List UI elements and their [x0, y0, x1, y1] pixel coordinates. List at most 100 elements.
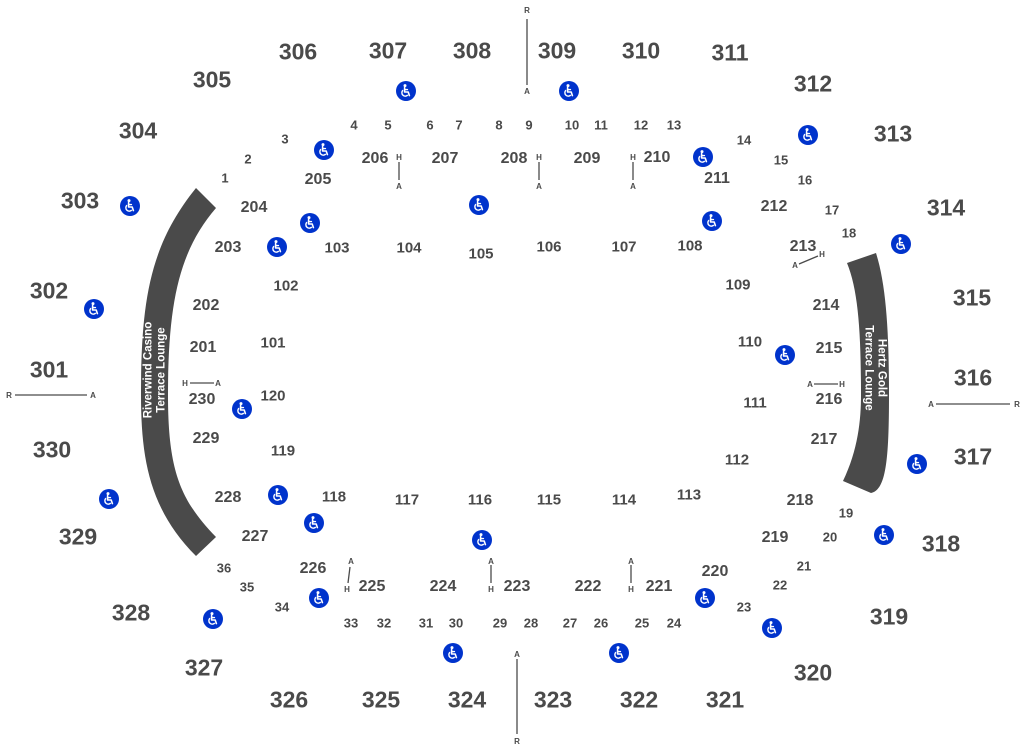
section-226[interactable]: 226	[299, 560, 327, 577]
section-114[interactable]: 114	[611, 491, 637, 509]
wheelchair-accessible-icon[interactable]	[609, 643, 629, 663]
wheelchair-accessible-icon[interactable]	[120, 196, 140, 216]
section-322[interactable]: 322	[619, 686, 659, 713]
section-213[interactable]: 213	[789, 238, 817, 255]
section-314[interactable]: 314	[926, 194, 966, 221]
section-311[interactable]: 311	[711, 39, 749, 66]
section-224[interactable]: 224	[429, 578, 457, 595]
row-13[interactable]: 13	[666, 117, 682, 133]
section-119[interactable]: 119	[270, 442, 296, 460]
wheelchair-accessible-icon[interactable]	[443, 643, 463, 663]
wheelchair-accessible-icon[interactable]	[304, 513, 324, 533]
section-212[interactable]: 212	[760, 198, 788, 215]
section-320[interactable]: 320	[793, 659, 833, 686]
wheelchair-accessible-icon[interactable]	[472, 530, 492, 550]
riverwind-casino-terrace-lounge[interactable]	[141, 188, 216, 556]
row-14[interactable]: 14	[736, 132, 752, 148]
row-16[interactable]: 16	[797, 172, 813, 188]
section-202[interactable]: 202	[192, 297, 220, 314]
section-319[interactable]: 319	[869, 603, 909, 630]
row-15[interactable]: 15	[773, 152, 789, 168]
wheelchair-accessible-icon[interactable]	[702, 211, 722, 231]
wheelchair-accessible-icon[interactable]	[99, 489, 119, 509]
wheelchair-accessible-icon[interactable]	[267, 237, 287, 257]
row-33[interactable]: 33	[343, 615, 359, 631]
row-29[interactable]: 29	[492, 615, 508, 631]
section-107[interactable]: 107	[611, 238, 637, 256]
section-106[interactable]: 106	[536, 238, 562, 256]
section-305[interactable]: 305	[192, 66, 232, 93]
section-316[interactable]: 316	[953, 364, 993, 391]
row-23[interactable]: 23	[736, 599, 752, 615]
section-108[interactable]: 108	[677, 237, 703, 255]
section-112[interactable]: 112	[724, 451, 750, 469]
section-315[interactable]: 315	[952, 284, 992, 311]
section-230[interactable]: 230	[188, 391, 216, 408]
wheelchair-accessible-icon[interactable]	[314, 140, 334, 160]
section-318[interactable]: 318	[921, 530, 961, 557]
section-104[interactable]: 104	[396, 239, 422, 257]
section-304[interactable]: 304	[118, 117, 158, 144]
section-323[interactable]: 323	[533, 686, 573, 713]
row-19[interactable]: 19	[838, 505, 854, 521]
row-5[interactable]: 5	[384, 117, 392, 133]
section-219[interactable]: 219	[761, 529, 789, 546]
section-223[interactable]: 223	[503, 578, 531, 595]
section-321[interactable]: 321	[705, 686, 745, 713]
section-207[interactable]: 207	[431, 150, 459, 167]
section-225[interactable]: 225	[358, 578, 386, 595]
row-20[interactable]: 20	[822, 529, 838, 545]
section-229[interactable]: 229	[192, 430, 220, 447]
section-101[interactable]: 101	[260, 334, 286, 352]
row-10[interactable]: 10	[564, 117, 580, 133]
row-36[interactable]: 36	[216, 560, 232, 576]
row-35[interactable]: 35	[239, 579, 255, 595]
section-329[interactable]: 329	[58, 523, 98, 550]
section-302[interactable]: 302	[29, 277, 69, 304]
section-312[interactable]: 312	[793, 70, 833, 97]
row-28[interactable]: 28	[523, 615, 539, 631]
section-208[interactable]: 208	[500, 150, 528, 167]
wheelchair-accessible-icon[interactable]	[203, 609, 223, 629]
row-32[interactable]: 32	[376, 615, 392, 631]
wheelchair-accessible-icon[interactable]	[300, 213, 320, 233]
section-205[interactable]: 205	[304, 171, 332, 188]
section-103[interactable]: 103	[324, 239, 350, 257]
section-118[interactable]: 118	[321, 488, 347, 506]
section-325[interactable]: 325	[361, 686, 401, 713]
section-201[interactable]: 201	[189, 339, 217, 356]
section-326[interactable]: 326	[269, 686, 309, 713]
wheelchair-accessible-icon[interactable]	[232, 399, 252, 419]
row-2[interactable]: 2	[244, 151, 252, 167]
wheelchair-accessible-icon[interactable]	[469, 195, 489, 215]
wheelchair-accessible-icon[interactable]	[84, 299, 104, 319]
section-324[interactable]: 324	[447, 686, 487, 713]
section-216[interactable]: 216	[815, 391, 843, 408]
section-228[interactable]: 228	[214, 489, 242, 506]
wheelchair-accessible-icon[interactable]	[907, 454, 927, 474]
section-211[interactable]: 211	[704, 170, 730, 187]
section-209[interactable]: 209	[573, 150, 601, 167]
section-328[interactable]: 328	[111, 599, 151, 626]
row-26[interactable]: 26	[593, 615, 609, 631]
row-9[interactable]: 9	[525, 117, 533, 133]
wheelchair-accessible-icon[interactable]	[396, 81, 416, 101]
section-330[interactable]: 330	[32, 436, 72, 463]
row-21[interactable]: 21	[796, 558, 812, 574]
section-120[interactable]: 120	[260, 387, 286, 405]
wheelchair-accessible-icon[interactable]	[798, 125, 818, 145]
section-204[interactable]: 204	[240, 199, 268, 216]
section-317[interactable]: 317	[953, 443, 993, 470]
wheelchair-accessible-icon[interactable]	[775, 345, 795, 365]
section-218[interactable]: 218	[786, 492, 814, 509]
row-3[interactable]: 3	[281, 131, 289, 147]
section-206[interactable]: 206	[361, 150, 389, 167]
wheelchair-accessible-icon[interactable]	[695, 588, 715, 608]
row-25[interactable]: 25	[634, 615, 650, 631]
section-210[interactable]: 210	[643, 149, 671, 166]
section-221[interactable]: 221	[645, 578, 673, 595]
section-102[interactable]: 102	[273, 277, 299, 295]
row-24[interactable]: 24	[666, 615, 682, 631]
row-18[interactable]: 18	[841, 225, 857, 241]
section-116[interactable]: 116	[467, 491, 493, 509]
